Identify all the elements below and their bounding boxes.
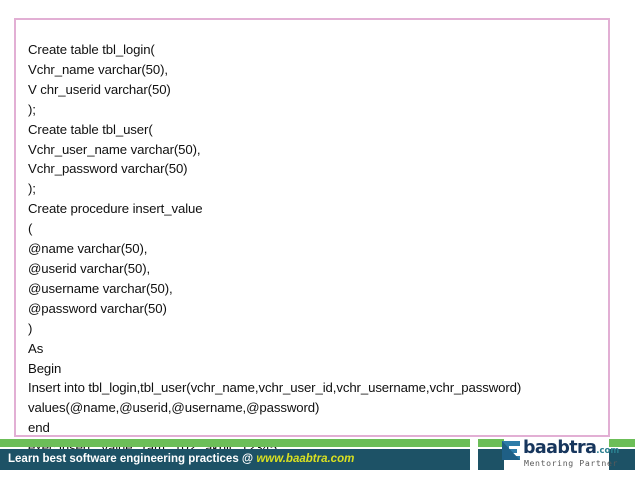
decoration-green-block	[609, 439, 635, 447]
code-line: values(@name,@userid,@username,@password…	[28, 400, 320, 416]
footer-decoration-right	[609, 439, 635, 470]
footer-decoration-left	[478, 439, 504, 470]
code-line: Insert into tbl_login,tbl_user(vchr_name…	[28, 380, 522, 396]
slide-footer: Learn best software engineering practice…	[0, 435, 638, 478]
decoration-teal-block	[478, 449, 504, 470]
code-line: Vchr_user_name varchar(50),	[28, 141, 201, 157]
code-line: @name varchar(50),	[28, 241, 148, 257]
code-line: @password varchar(50)	[28, 300, 167, 316]
code-line: );	[28, 101, 36, 117]
code-line: V chr_userid varchar(50)	[28, 81, 171, 97]
decoration-green-block	[478, 439, 504, 447]
code-line: Create procedure insert_value	[28, 201, 203, 217]
footer-green-bar	[0, 439, 470, 447]
code-line: Vchr_password varchar(50)	[28, 161, 188, 177]
code-line: Vchr_name varchar(50),	[28, 61, 168, 77]
code-line: )	[28, 320, 33, 336]
sql-code-block: Create table tbl_login( Vchr_name varcha…	[28, 40, 602, 458]
baabtra-logo-mark-icon	[502, 441, 520, 460]
baabtra-logo: baabtra.com Mentoring Partner	[500, 438, 619, 472]
code-line: (	[28, 221, 33, 237]
footer-tagline-text: Learn best software engineering practice…	[8, 449, 354, 470]
code-line: );	[28, 181, 36, 197]
code-line: Create table tbl_user(	[28, 121, 153, 137]
baabtra-name-text: baabtra	[523, 438, 597, 458]
code-line: Begin	[28, 360, 62, 376]
code-line: @username varchar(50),	[28, 280, 173, 296]
baabtra-tld-text: .com	[596, 446, 620, 456]
code-line: end	[28, 420, 50, 436]
code-line: As	[28, 340, 44, 356]
baabtra-wordmark: baabtra.com	[523, 438, 619, 458]
baabtra-subtitle-text: Mentoring Partner	[524, 458, 618, 468]
code-line: Create table tbl_login(	[28, 42, 155, 57]
footer-tagline-band: Learn best software engineering practice…	[0, 449, 470, 470]
code-content-box: Create table tbl_login( Vchr_name varcha…	[14, 18, 610, 455]
footer-tagline-prefix: Learn best software engineering practice…	[8, 453, 257, 465]
code-line: @userid varchar(50),	[28, 260, 151, 276]
baabtra-url-link[interactable]: www.baabtra.com	[256, 453, 355, 465]
decoration-teal-block	[609, 449, 635, 470]
